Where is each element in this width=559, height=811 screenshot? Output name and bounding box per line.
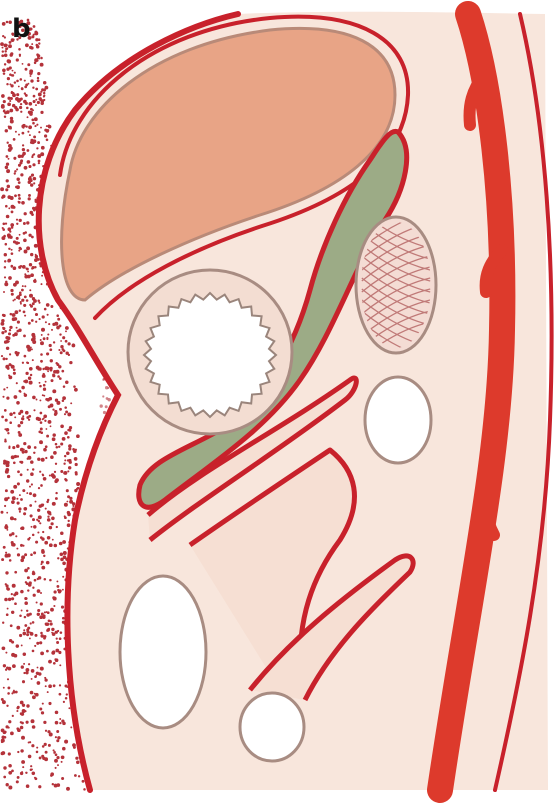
panel-label: b xyxy=(12,14,31,44)
lower-lumen-bottom xyxy=(240,693,304,761)
small-lumen-right xyxy=(365,377,431,463)
mesh-structure xyxy=(356,217,436,353)
lower-lumen-left xyxy=(120,576,206,728)
